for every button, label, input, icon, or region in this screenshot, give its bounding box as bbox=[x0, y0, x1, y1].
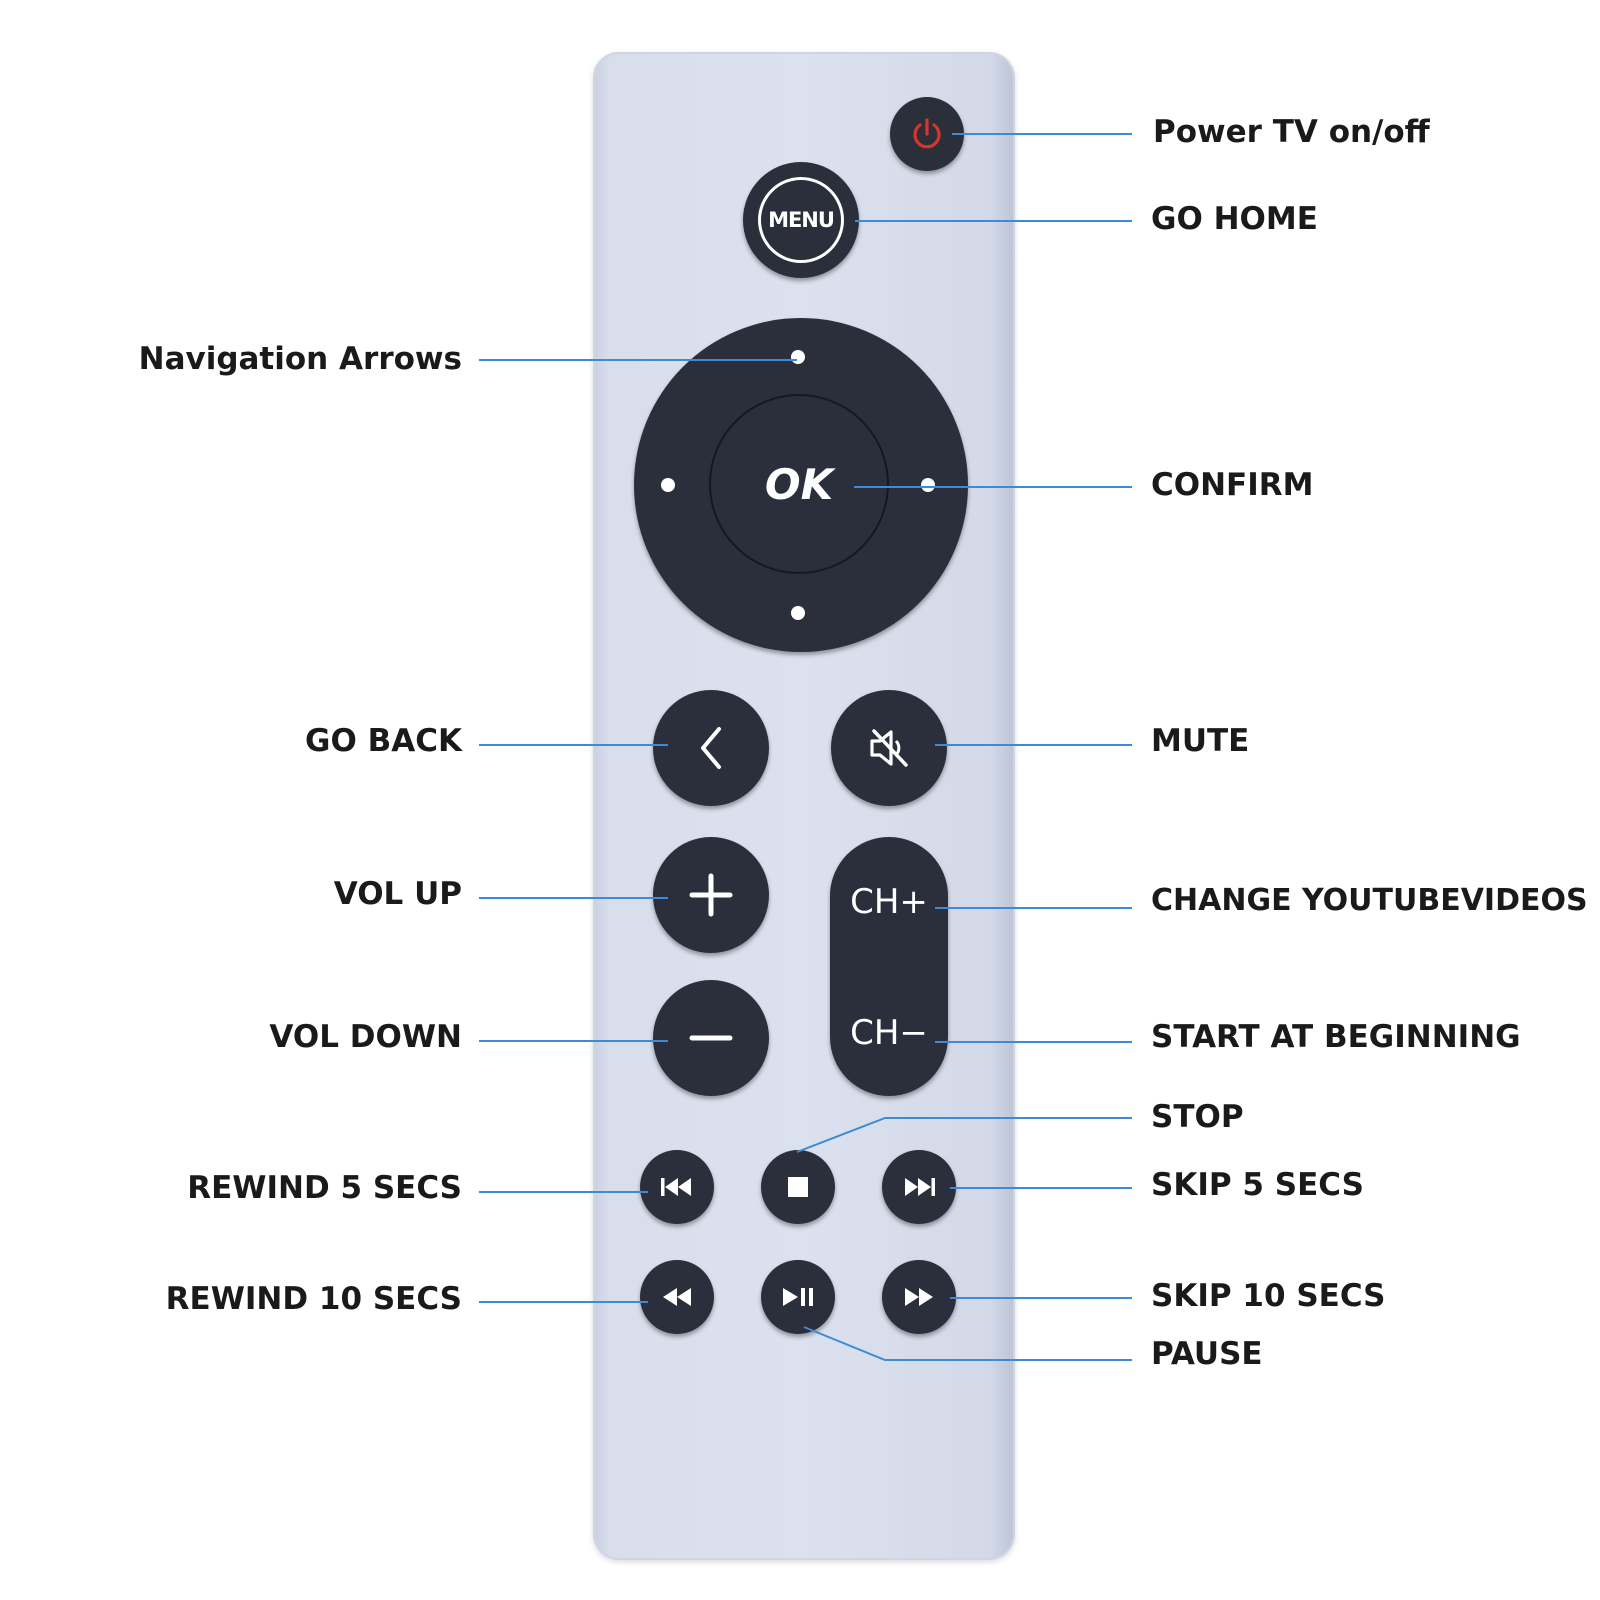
rewind-10-button[interactable] bbox=[640, 1260, 714, 1334]
menu-ring: MENU bbox=[758, 177, 844, 263]
ok-label: OK bbox=[764, 459, 834, 509]
channel-down-button[interactable]: CH− bbox=[830, 967, 948, 1096]
play-pause-button[interactable] bbox=[761, 1260, 835, 1334]
label-change-videos: CHANGE YOUTUBEVIDEOS bbox=[1151, 883, 1588, 918]
volume-up-button[interactable] bbox=[653, 837, 769, 953]
fast-forward-icon bbox=[905, 1288, 933, 1306]
label-vol-up: VOL UP bbox=[333, 876, 462, 912]
label-navigation: Navigation Arrows bbox=[138, 341, 462, 377]
remote-body bbox=[593, 52, 1015, 1560]
label-start-beginning: START AT BEGINNING bbox=[1151, 1019, 1521, 1055]
back-button[interactable] bbox=[653, 690, 769, 806]
power-icon bbox=[913, 118, 941, 149]
skip-forward-icon bbox=[905, 1178, 935, 1196]
label-stop: STOP bbox=[1151, 1099, 1244, 1135]
nav-up-dot[interactable] bbox=[791, 350, 805, 364]
mute-button[interactable] bbox=[831, 690, 947, 806]
channel-down-label: CH− bbox=[850, 1013, 928, 1053]
label-back: GO BACK bbox=[305, 723, 462, 759]
label-confirm: CONFIRM bbox=[1151, 467, 1314, 503]
stop-button[interactable] bbox=[761, 1150, 835, 1224]
plus-icon bbox=[689, 873, 733, 917]
nav-right-dot[interactable] bbox=[921, 478, 935, 492]
channel-up-button[interactable]: CH+ bbox=[830, 837, 948, 967]
mute-icon bbox=[870, 729, 908, 767]
label-mute: MUTE bbox=[1151, 723, 1250, 759]
label-skip-10: SKIP 10 SECS bbox=[1151, 1278, 1386, 1314]
ok-button[interactable]: OK bbox=[709, 394, 889, 574]
label-power: Power TV on/off bbox=[1153, 114, 1430, 150]
channel-up-label: CH+ bbox=[850, 882, 928, 922]
rewind-icon bbox=[663, 1288, 691, 1306]
label-rewind-5: REWIND 5 SECS bbox=[187, 1170, 462, 1206]
menu-label: MENU bbox=[768, 208, 835, 232]
nav-down-dot[interactable] bbox=[791, 606, 805, 620]
label-home: GO HOME bbox=[1151, 201, 1318, 237]
volume-down-button[interactable] bbox=[653, 980, 769, 1096]
chevron-left-icon bbox=[701, 727, 721, 769]
rewind-5-button[interactable] bbox=[640, 1150, 714, 1224]
stop-icon bbox=[788, 1177, 808, 1197]
label-rewind-10: REWIND 10 SECS bbox=[165, 1281, 462, 1317]
skip-back-icon bbox=[661, 1178, 691, 1196]
label-skip-5: SKIP 5 SECS bbox=[1151, 1167, 1364, 1203]
power-button[interactable] bbox=[890, 97, 964, 171]
label-vol-down: VOL DOWN bbox=[269, 1019, 462, 1055]
channel-rocker: CH+ CH− bbox=[830, 837, 948, 1096]
label-pause: PAUSE bbox=[1151, 1336, 1263, 1372]
nav-left-dot[interactable] bbox=[661, 478, 675, 492]
menu-button[interactable]: MENU bbox=[743, 162, 859, 278]
play-pause-icon bbox=[783, 1288, 813, 1306]
minus-icon bbox=[689, 1035, 733, 1041]
skip-5-button[interactable] bbox=[882, 1150, 956, 1224]
skip-10-button[interactable] bbox=[882, 1260, 956, 1334]
